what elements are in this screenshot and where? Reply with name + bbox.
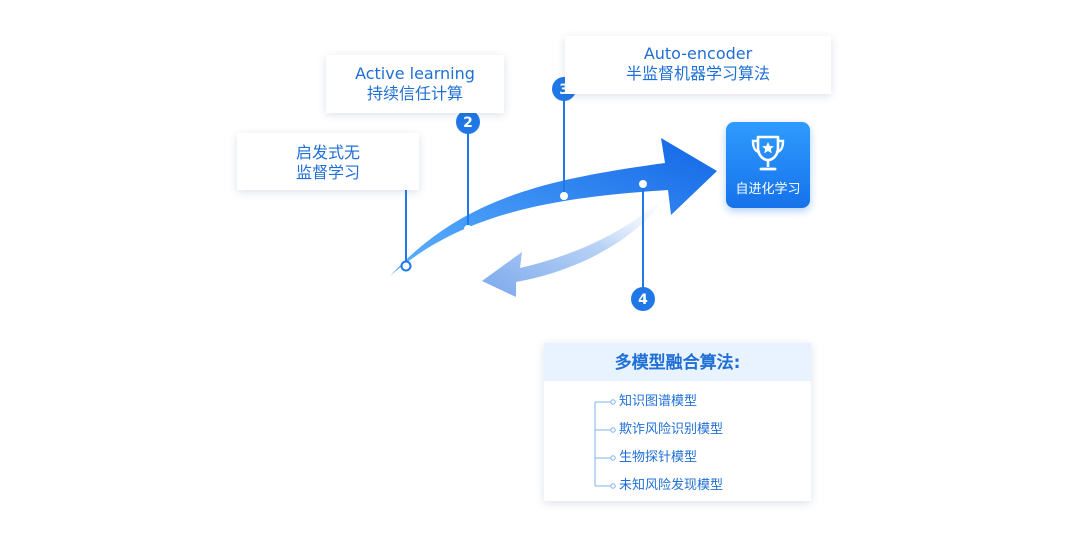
arrow-point-4 <box>639 180 647 188</box>
step-3-title: Auto-encoder <box>643 44 753 63</box>
step-badge-4: 4 <box>631 287 655 311</box>
step-card-1: 启发式无 监督学习 <box>237 133 419 190</box>
model-item-knowledge-graph: 知识图谱模型 <box>619 394 698 409</box>
model-item-bio-probe: 生物探针模型 <box>619 450 698 465</box>
self-evolving-label: 自进化学习 <box>735 182 801 197</box>
arrow-point-3 <box>560 192 568 200</box>
arrow-point-1 <box>400 260 412 272</box>
svg-text:3: 3 <box>559 82 569 98</box>
step-3-subtitle: 半监督机器学习算法 <box>625 64 770 83</box>
self-evolving-tile: 自进化学习 <box>726 122 810 208</box>
svg-text:2: 2 <box>463 115 473 131</box>
step-card-3: Auto-encoder 半监督机器学习算法 <box>565 36 831 94</box>
model-fusion-title: 多模型融合算法: <box>544 343 811 381</box>
model-tree-lines <box>594 399 616 489</box>
trophy-star-icon <box>751 135 785 171</box>
model-fusion-panel: 多模型融合算法: 知识图谱模型 欺诈风险识别模型 生物探针模型 未知风险发现模型 <box>544 343 811 501</box>
step-badge-2: 2 <box>456 110 480 134</box>
model-list: 知识图谱模型 欺诈风险识别模型 生物探针模型 未知风险发现模型 <box>544 381 811 501</box>
model-item-unknown-risk: 未知风险发现模型 <box>619 478 724 493</box>
step-1-title: 启发式无 <box>295 143 360 162</box>
step-2-subtitle: 持续信任计算 <box>366 84 463 103</box>
svg-text:4: 4 <box>638 292 648 308</box>
main-growth-arrow <box>390 138 717 276</box>
step-card-2: Active learning 持续信任计算 <box>326 55 504 113</box>
return-arrow <box>482 188 672 297</box>
step-2-title: Active learning <box>355 64 475 83</box>
model-item-fraud-risk: 欺诈风险识别模型 <box>619 422 724 437</box>
arrow-point-2 <box>464 225 472 233</box>
step-1-subtitle: 监督学习 <box>295 163 360 182</box>
